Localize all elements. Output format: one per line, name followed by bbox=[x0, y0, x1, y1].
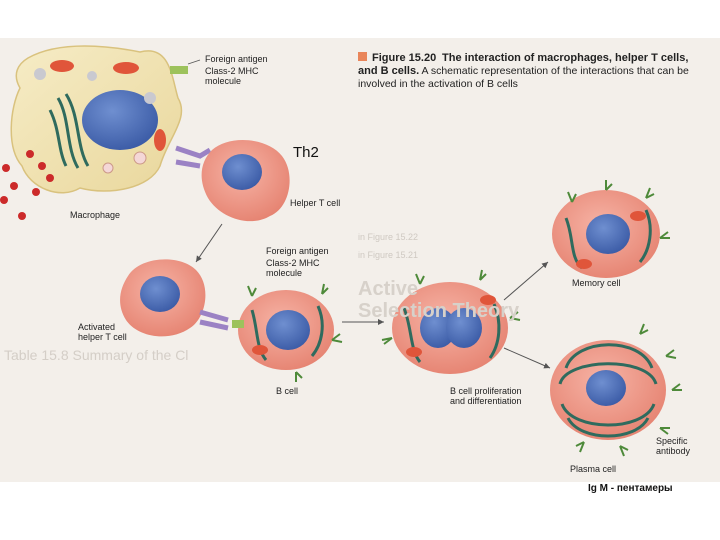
label-b-cell-proliferation: B cell proliferation and differentiation bbox=[450, 386, 522, 406]
memory-cell bbox=[552, 190, 660, 278]
label-helper-t-cell: Helper T cell bbox=[290, 198, 340, 208]
arrow-plasma bbox=[504, 348, 550, 368]
caption-square-icon bbox=[358, 52, 367, 61]
arrow-activation bbox=[196, 224, 222, 262]
background-fig-ref-2: in Figure 15.21 bbox=[358, 250, 418, 261]
label-b-cell: B cell bbox=[276, 386, 298, 396]
annotation-th2: Th2 bbox=[293, 144, 319, 161]
background-fig-ref-1: in Figure 15.22 bbox=[358, 232, 418, 243]
arrow-memory bbox=[504, 262, 548, 300]
macrophage-cell bbox=[11, 46, 181, 193]
helper-t-cell bbox=[202, 140, 290, 221]
label-specific-antibody: Specific antibody bbox=[656, 436, 690, 456]
background-heading-selection: Selection Theory bbox=[358, 300, 519, 323]
label-plasma-cell: Plasma cell bbox=[570, 464, 616, 474]
annotation-igm: Ig M - пентамеры bbox=[588, 483, 673, 494]
plasma-cell bbox=[550, 340, 666, 440]
activated-helper-t-cell bbox=[120, 259, 228, 336]
figure-caption: Figure 15.20 The interaction of macropha… bbox=[358, 52, 710, 91]
label-class2-mhc-mid: Class-2 MHC molecule bbox=[266, 258, 320, 278]
figure-panel: Active Selection Theory Table 15.8 Summa… bbox=[0, 38, 720, 482]
label-class2-mhc-top: Class-2 MHC molecule bbox=[205, 66, 259, 86]
figure-number: Figure 15.20 bbox=[372, 52, 436, 64]
background-table-heading: Table 15.8 Summary of the Cl bbox=[4, 350, 188, 361]
label-activated-helper-t-cell: Activated helper T cell bbox=[78, 322, 127, 342]
b-cell bbox=[232, 290, 334, 370]
label-memory-cell: Memory cell bbox=[572, 278, 621, 288]
background-heading-active: Active bbox=[358, 278, 418, 301]
label-macrophage: Macrophage bbox=[70, 210, 120, 220]
label-foreign-antigen-mid: Foreign antigen bbox=[266, 246, 329, 256]
label-foreign-antigen-top: Foreign antigen bbox=[205, 54, 268, 64]
